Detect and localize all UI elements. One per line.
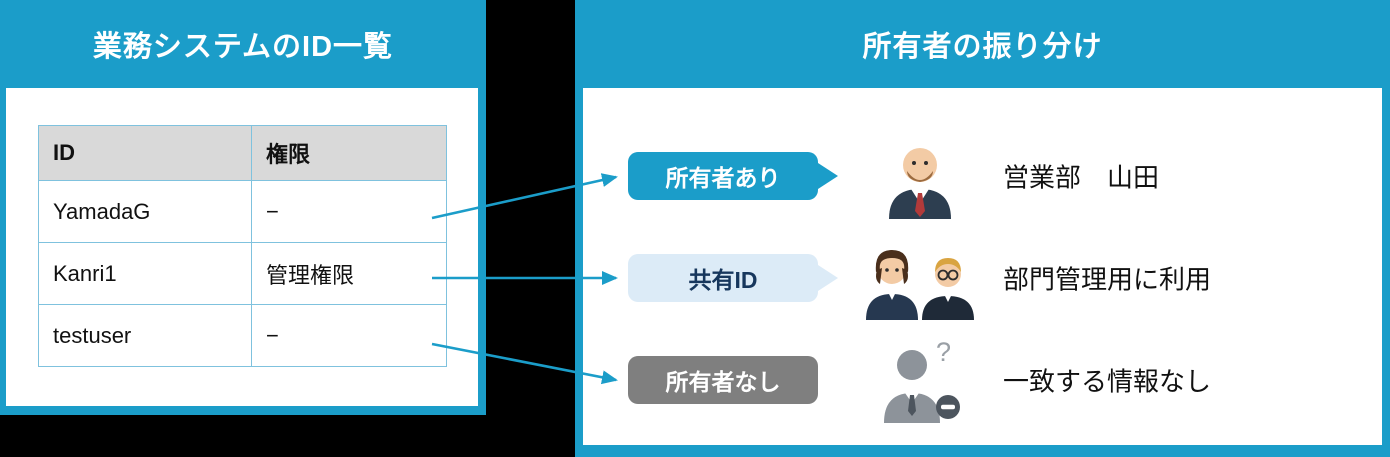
id-cell: YamadaG — [38, 180, 252, 243]
id-table-header-id: ID — [38, 125, 252, 181]
permission-cell: 管理権限 — [251, 242, 447, 305]
badge-tail — [818, 163, 838, 189]
id-list-title: 業務システムのID一覧 — [92, 31, 394, 63]
owner-assignment-title: 所有者の振り分け — [862, 31, 1103, 63]
permission-cell: − — [251, 180, 447, 243]
owner-label: 営業部 山田 — [1003, 162, 1160, 193]
id-cell: Kanri1 — [38, 242, 252, 305]
unknown-user-icon: ? — [855, 337, 985, 423]
owner-label: 一致する情報なし — [1003, 366, 1212, 397]
shared-users-icon — [855, 236, 985, 320]
shared-id-badge-label: 共有ID — [688, 267, 758, 293]
businessman-icon — [855, 133, 985, 219]
id-table-header-permission: 権限 — [251, 125, 447, 181]
has-owner-badge-label: 所有者あり — [665, 165, 781, 191]
owner-row-has-owner: 所有者あり 営業部 山田 — [583, 124, 1382, 228]
id-table: ID 権限 YamadaG − Kanri1 管理権限 testuser — [38, 125, 447, 367]
owner-assignment-panel: 所有者の振り分け 所有者あり — [575, 0, 1390, 457]
table-row: YamadaG − — [38, 180, 447, 243]
has-owner-badge: 所有者あり — [628, 152, 838, 200]
owner-label: 部門管理用に利用 — [1003, 264, 1212, 295]
table-row: Kanri1 管理権限 — [38, 242, 447, 305]
shared-id-badge: 共有ID — [628, 254, 838, 302]
svg-text:?: ? — [936, 337, 951, 367]
no-owner-badge-label: 所有者なし — [665, 369, 781, 395]
table-row: testuser − — [38, 304, 447, 367]
owner-row-no-owner: 所有者なし ? 一致する情報なし — [583, 328, 1382, 432]
id-list-body: ID 権限 YamadaG − Kanri1 管理権限 testuser — [6, 88, 478, 406]
badge-tail — [818, 265, 838, 291]
id-cell: testuser — [38, 304, 252, 367]
id-list-panel: 業務システムのID一覧 ID 権限 YamadaG − Kanri1 — [0, 0, 486, 415]
owner-row-shared-id: 共有ID — [583, 226, 1382, 330]
no-owner-badge: 所有者なし — [628, 356, 818, 404]
permission-cell: − — [251, 304, 447, 367]
id-table-header-row: ID 権限 — [38, 125, 447, 181]
owner-assignment-body: 所有者あり 営業部 山田 — [583, 88, 1382, 445]
